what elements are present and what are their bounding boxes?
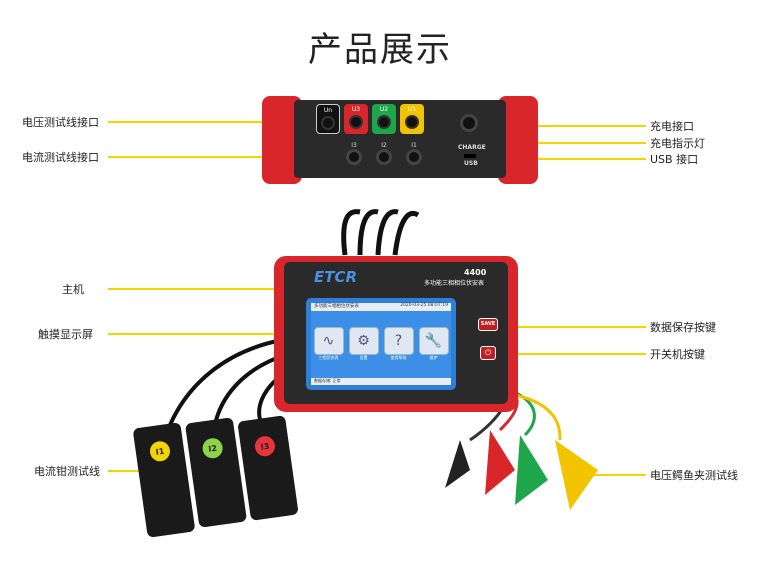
menu-three-phase[interactable]: ∿三相伏安表 [313,327,344,361]
label-touch-screen: 触摸显示屏 [38,328,93,341]
label-charge-indicator: 充电指示灯 [650,137,705,150]
usb-label: USB [464,160,478,167]
model-number: 4400 [464,268,487,277]
page-title: 产品展示 [308,30,452,70]
save-button[interactable]: SAVE [478,318,498,331]
label-current-clamp: 电流钳测试线 [34,465,100,478]
port-u2[interactable]: U2 [372,104,396,134]
label-save-button: 数据保存按键 [650,321,716,334]
leader-line [108,156,348,158]
waveform-icon: ∿ [313,327,344,355]
label-charge-port: 充电接口 [650,120,694,133]
clamp-badge: I1 [148,439,172,463]
menu-maintenance[interactable]: 🔧维护 [418,327,449,361]
label-power-button: 开关机按键 [650,348,705,361]
current-ports: I3 I2 I1 [346,142,422,165]
usb-port[interactable] [464,154,476,158]
device-subtitle: 多功能三相相位伏安表 [424,280,485,287]
port-un[interactable]: Un [316,104,340,134]
leader-line [478,158,646,160]
clamp-badge: I2 [201,436,224,460]
clamp-badge: I3 [253,434,277,458]
leader-line [494,353,646,355]
port-i3[interactable]: I3 [346,142,362,165]
gear-icon: ⚙ [348,327,379,355]
port-u1[interactable]: U1 [400,104,424,134]
leader-line [485,142,646,144]
wrench-icon: 🔧 [418,327,449,355]
label-voltage-clip: 电压鳄鱼夹测试线 [650,469,738,482]
brand-logo: ETCR [314,268,358,286]
port-i2[interactable]: I2 [376,142,392,165]
top-panel-view: Un U3 U2 U1 I3 I2 I1 CHARGE USB [262,96,538,184]
leader-line [590,474,646,476]
menu-help[interactable]: ?使用帮助 [383,327,414,361]
charge-indicator-label: CHARGE [458,144,486,151]
port-u3[interactable]: U3 [344,104,368,134]
screen-status: 数据存储: 正常 [311,378,451,385]
power-button[interactable]: ⏻ [480,346,496,360]
menu-settings[interactable]: ⚙设置 [348,327,379,361]
leader-line [108,333,308,335]
leader-line [478,125,646,127]
voltage-ports: Un U3 U2 U1 [316,104,424,134]
port-i1[interactable]: I1 [406,142,422,165]
label-current-port: 电流测试线接口 [22,151,99,164]
power-icon: ⏻ [484,348,492,357]
leader-line [108,470,154,472]
help-icon: ? [383,327,414,355]
charge-port[interactable] [460,114,478,132]
leader-line [494,326,646,328]
leader-line [108,121,320,123]
screen-menu: ∿三相伏安表 ⚙设置 ?使用帮助 🔧维护 [311,327,451,361]
label-usb-port: USB 接口 [650,153,699,166]
label-main-unit: 主机 [62,283,84,296]
leader-line [108,288,280,290]
label-voltage-port: 电压测试线接口 [22,116,99,129]
